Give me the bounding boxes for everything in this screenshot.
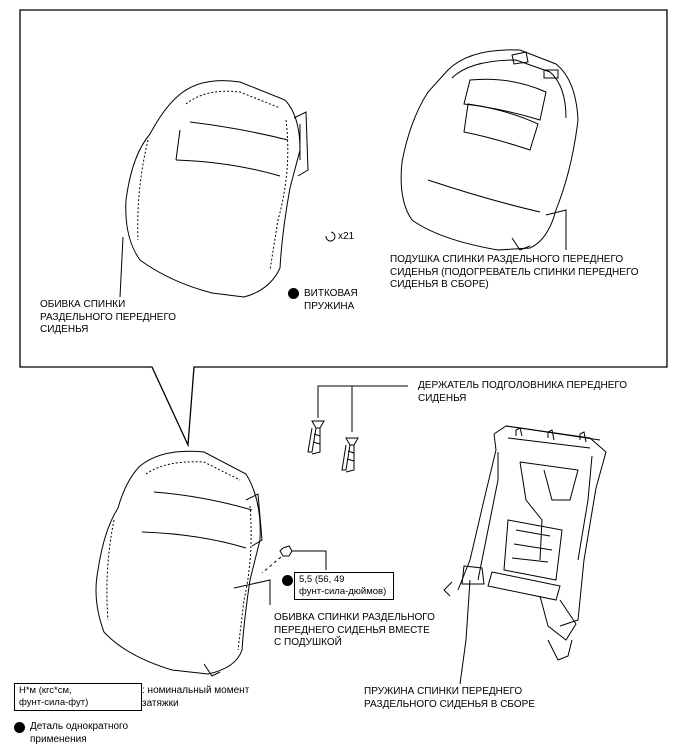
one-time-use-marker — [288, 288, 299, 299]
leader-cover-top — [119, 236, 124, 298]
leader-cover-with-pad — [233, 579, 271, 605]
bolt-icon — [279, 545, 293, 557]
headrest-support-left — [307, 420, 325, 455]
leader-spring — [459, 579, 471, 685]
leader-headrest — [317, 385, 353, 432]
torque-spec-box: 5,5 (56, 49 фунт-сила-дюймов) — [294, 572, 394, 600]
hog-ring-icon — [325, 231, 336, 242]
seatback-spring-frame — [443, 425, 607, 661]
seatback-cover-with-pad — [95, 450, 263, 677]
label-cover-with-pad: ОБИВКА СПИНКИ РАЗДЕЛЬНОГО ПЕРЕДНЕГО СИДЕ… — [274, 612, 435, 648]
label-seatback-pad: ПОДУШКА СПИНКИ РАЗДЕЛЬНОГО ПЕРЕДНЕГО СИД… — [390, 254, 639, 290]
one-time-use-marker — [282, 575, 293, 586]
seatback-pad — [400, 49, 579, 251]
label-spring-assy: ПРУЖИНА СПИНКИ ПЕРЕДНЕГО РАЗДЕЛЬНОГО СИД… — [364, 686, 536, 710]
label-hog-ring: ВИТКОВАЯ ПРУЖИНА — [304, 288, 358, 312]
label-hog-ring-count: x21 — [338, 231, 355, 242]
legend-one-time-use: Деталь однократного применения — [30, 721, 129, 745]
seatback-cover-top — [125, 80, 309, 298]
label-seatback-cover: ОБИВКА СПИНКИ РАЗДЕЛЬНОГО ПЕРЕДНЕГО СИДЕ… — [40, 299, 177, 335]
headrest-support-right — [341, 437, 359, 473]
label-headrest-support: ДЕРЖАТЕЛЬ ПОДГОЛОВНИКА ПЕРЕДНЕГО СИДЕНЬЯ — [418, 380, 628, 404]
callout-frame — [19, 9, 668, 448]
legend-torque-desc: : номинальный момент затяжки — [142, 685, 250, 709]
leader-pad — [545, 209, 567, 250]
legend-one-time-use-icon — [14, 722, 25, 733]
legend-torque-unit-box: Н*м (кгс*см, фунт-сила-фут) — [14, 683, 142, 711]
